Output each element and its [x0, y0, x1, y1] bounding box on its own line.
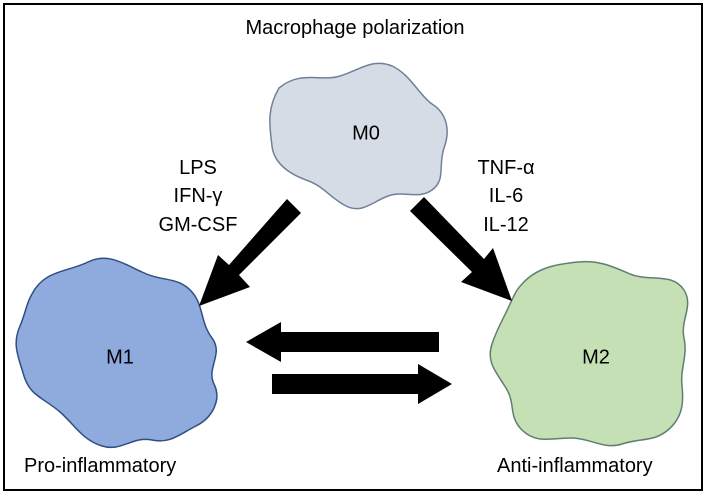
arrow-m0-to-m2: [410, 197, 512, 301]
m1-cell-shape: [15, 257, 218, 449]
m2-caption: Anti-inflammatory: [497, 455, 653, 477]
stimulus-gm-csf: GM-CSF: [159, 214, 238, 236]
arrow-m0-to-m1: [199, 199, 301, 306]
arrow-m2-to-m1: [246, 322, 439, 362]
m2-label: M2: [582, 346, 610, 368]
stimulus-il-6: IL-6: [489, 185, 523, 207]
arrow-m1-to-m2: [272, 364, 452, 404]
diagram-title: Macrophage polarization: [245, 17, 464, 39]
m1-caption: Pro-inflammatory: [24, 455, 176, 477]
stimulus-tnf-alpha: TNF-α: [477, 157, 534, 179]
stimulus-lps: LPS: [179, 157, 217, 179]
m0-cell-shape: [269, 62, 448, 210]
m0-label: M0: [352, 122, 380, 144]
m2-cell-shape: [489, 260, 689, 447]
m1-label: M1: [106, 346, 134, 368]
stimulus-ifn-gamma: IFN-γ: [174, 185, 223, 207]
stimulus-il-12: IL-12: [483, 214, 529, 236]
